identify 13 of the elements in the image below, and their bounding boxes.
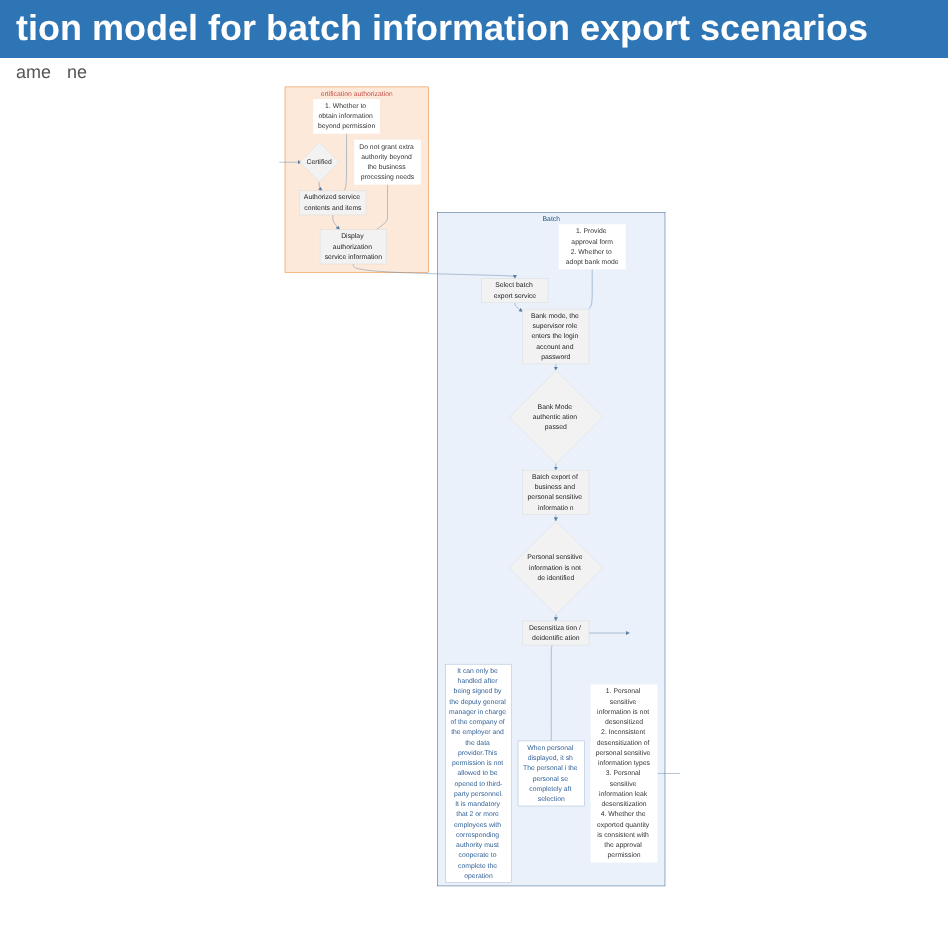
arrow (552, 363, 557, 371)
title: tion model for batch information export scenarios (0, 0, 948, 58)
leader-line (550, 644, 552, 742)
arrow (552, 614, 557, 622)
leader-line (587, 268, 592, 310)
lane-label: ne (67, 62, 88, 82)
arrow (552, 514, 557, 522)
leader-line (656, 773, 679, 774)
lane-label: ame (16, 62, 52, 82)
leader-line (375, 184, 387, 230)
arrow (513, 302, 522, 312)
leader-line (342, 133, 346, 192)
arrow (552, 463, 557, 471)
